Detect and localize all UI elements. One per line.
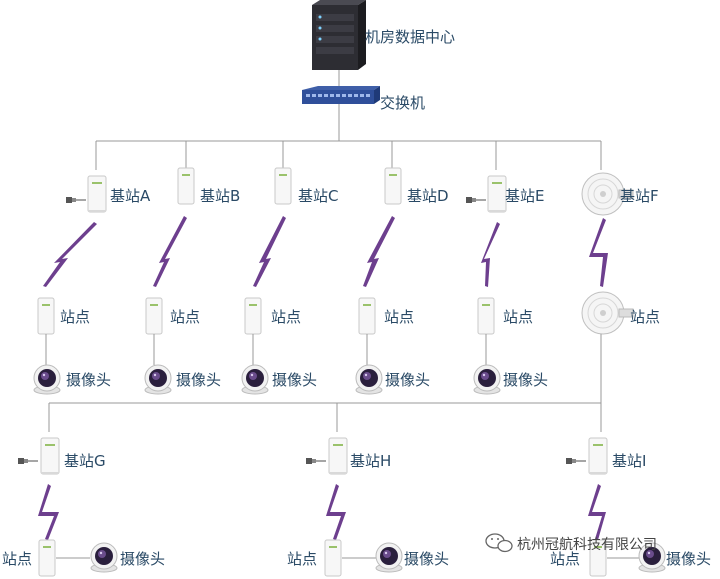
station-row-2: 站点 站点 站点 bbox=[2, 539, 607, 577]
switch-icon bbox=[302, 86, 380, 104]
camera-label: 摄像头 bbox=[385, 371, 430, 389]
base-station-a: 基站A bbox=[65, 175, 151, 213]
camera-row-1: 摄像头 摄像头 摄像头 摄像头 摄像头 bbox=[33, 364, 548, 395]
camera-label: 摄像头 bbox=[272, 371, 317, 389]
base-station-c-label: 基站C bbox=[298, 187, 338, 205]
base-station-c: 基站C bbox=[274, 167, 338, 205]
watermark: 杭州冠航科技有限公司 bbox=[485, 533, 657, 553]
station-label: 站点 bbox=[271, 308, 301, 326]
camera-label: 摄像头 bbox=[66, 371, 111, 389]
base-station-h-label: 基站H bbox=[350, 452, 391, 470]
station-row-1: 站点 站点 站点 站点 站点 站点 bbox=[37, 291, 660, 335]
station-label: 站点 bbox=[287, 550, 317, 568]
base-station-a-label: 基站A bbox=[110, 187, 151, 205]
base-station-d: 基站D bbox=[384, 167, 449, 205]
station-label: 站点 bbox=[170, 308, 200, 326]
base-station-f: 基站F bbox=[581, 172, 659, 216]
base-station-i: 基站I bbox=[565, 437, 646, 475]
station-label: 站点 bbox=[503, 308, 533, 326]
wechat-icon bbox=[485, 533, 513, 553]
base-station-e: 基站E bbox=[465, 175, 544, 213]
base-station-h: 基站H bbox=[305, 437, 391, 475]
station-label: 站点 bbox=[384, 308, 414, 326]
base-station-d-label: 基站D bbox=[407, 187, 449, 205]
camera-icon bbox=[473, 364, 501, 395]
server-icon bbox=[312, 0, 366, 70]
base-station-g-label: 基站G bbox=[64, 452, 106, 470]
datacenter-label: 机房数据中心 bbox=[365, 28, 455, 46]
camera-icon bbox=[375, 542, 403, 573]
camera-label: 摄像头 bbox=[503, 371, 548, 389]
camera-row-2: 摄像头 摄像头 摄像头 bbox=[90, 542, 711, 573]
base-station-g: 基站G bbox=[17, 437, 106, 475]
base-station-b: 基站B bbox=[177, 167, 240, 205]
camera-icon bbox=[241, 364, 269, 395]
base-station-f-label: 基站F bbox=[620, 187, 659, 205]
camera-label: 摄像头 bbox=[176, 371, 221, 389]
watermark-text: 杭州冠航科技有限公司 bbox=[517, 537, 657, 553]
switch-label: 交换机 bbox=[380, 94, 425, 112]
wireless-link-icon bbox=[38, 484, 606, 540]
camera-icon bbox=[33, 364, 61, 395]
camera-label: 摄像头 bbox=[666, 550, 711, 568]
camera-icon bbox=[144, 364, 172, 395]
base-station-e-label: 基站E bbox=[505, 187, 544, 205]
camera-label: 摄像头 bbox=[120, 550, 165, 568]
base-station-i-label: 基站I bbox=[612, 452, 646, 470]
camera-icon bbox=[355, 364, 383, 395]
camera-icon bbox=[90, 542, 118, 573]
station-label: 站点 bbox=[550, 550, 580, 568]
camera-label: 摄像头 bbox=[404, 550, 449, 568]
station-label: 站点 bbox=[60, 308, 90, 326]
base-station-b-label: 基站B bbox=[200, 187, 240, 205]
station-label: 站点 bbox=[630, 308, 660, 326]
wireless-link-icon bbox=[43, 216, 608, 287]
station-label: 站点 bbox=[2, 550, 32, 568]
